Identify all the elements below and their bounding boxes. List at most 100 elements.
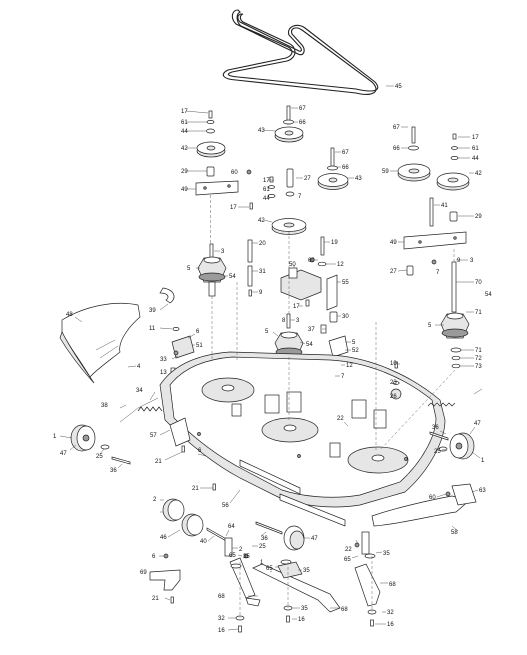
callout-9: 9: [259, 290, 263, 296]
left-spindle-assembly: [197, 239, 253, 297]
callout-29: 29: [181, 169, 188, 175]
callout-51: 51: [196, 343, 203, 349]
callout-70: 70: [475, 280, 482, 286]
callout-6: 6: [198, 448, 202, 454]
callout-5: 5: [428, 323, 432, 329]
callout-54: 54: [485, 292, 492, 298]
callout-25: 25: [434, 449, 441, 455]
lower-wheels-brackets: [149, 445, 477, 604]
callout-73: 73: [475, 364, 482, 370]
callout-66: 66: [299, 120, 306, 126]
callout-22: 22: [337, 416, 344, 422]
callout-17: 17: [263, 178, 270, 184]
callout-60: 60: [429, 495, 436, 501]
callout-52: 52: [352, 348, 359, 354]
callout-26: 26: [390, 394, 397, 400]
callout-5: 5: [265, 329, 269, 335]
callout-4: 4: [137, 364, 141, 370]
callout-63: 63: [479, 488, 486, 494]
callout-54: 54: [306, 342, 313, 348]
callout-49: 49: [390, 240, 397, 246]
callout-61: 61: [263, 187, 270, 193]
callout-31: 31: [259, 269, 266, 275]
callout-2: 2: [153, 497, 157, 503]
callout-65: 65: [266, 566, 273, 572]
callout-20: 20: [259, 241, 266, 247]
callout-50: 50: [289, 262, 296, 268]
callout-35: 35: [243, 554, 250, 560]
right-spindle-assembly: [397, 126, 470, 369]
callout-27: 27: [304, 176, 311, 182]
callout-60: 60: [231, 170, 238, 176]
callout-16: 16: [298, 617, 305, 623]
callout-66: 66: [342, 165, 349, 171]
callout-64: 64: [228, 524, 235, 530]
callout-67: 67: [342, 150, 349, 156]
callout-38: 38: [101, 403, 108, 409]
right-center-pulley-assembly: [317, 147, 349, 190]
callout-29: 29: [475, 214, 482, 220]
callout-17: 17: [472, 135, 479, 141]
leader-lines: [59, 85, 483, 631]
callout-58: 58: [451, 530, 458, 536]
callout-45: 45: [395, 84, 402, 90]
callout-35: 35: [303, 568, 310, 574]
callout-33: 33: [160, 357, 167, 363]
callout-5: 5: [352, 340, 356, 346]
callout-6: 6: [196, 329, 200, 335]
callout-32: 32: [387, 610, 394, 616]
callout-19: 19: [331, 240, 338, 246]
callout-6: 6: [152, 554, 156, 560]
callout-43: 43: [258, 128, 265, 134]
callout-16: 16: [387, 622, 394, 628]
callout-67: 67: [393, 125, 400, 131]
callout-71: 71: [475, 310, 482, 316]
callout-42: 42: [181, 146, 188, 152]
callout-7: 7: [341, 374, 345, 380]
callout-65: 65: [344, 557, 351, 563]
callout-30: 30: [342, 314, 349, 320]
part-callouts: 45 17 61 44 42 29 49 60 17 67 66 43 17 6…: [53, 84, 492, 634]
callout-21: 21: [155, 459, 162, 465]
callout-1: 1: [481, 458, 485, 464]
callout-3: 3: [296, 318, 300, 324]
callout-35: 35: [301, 606, 308, 612]
callout-69: 69: [140, 570, 147, 576]
callout-10: 10: [390, 361, 397, 367]
callout-36: 36: [261, 536, 268, 542]
callout-23: 23: [390, 380, 397, 386]
callout-25: 25: [96, 454, 103, 460]
callout-55: 55: [342, 280, 349, 286]
center-bracket-assembly: [280, 236, 338, 323]
callout-46: 46: [160, 535, 167, 541]
callout-3: 3: [221, 249, 225, 255]
callout-60: 60: [308, 258, 315, 264]
callout-22: 22: [345, 547, 352, 553]
callout-25: 25: [259, 544, 266, 550]
callout-68: 68: [218, 594, 225, 600]
callout-7: 7: [298, 194, 302, 200]
callout-5: 5: [187, 266, 191, 272]
callout-16: 16: [218, 628, 225, 634]
callout-65: 65: [229, 553, 236, 559]
callout-42: 42: [475, 171, 482, 177]
callout-13: 13: [160, 370, 167, 376]
callout-39: 39: [149, 308, 156, 314]
callout-47: 47: [474, 421, 481, 427]
callout-11: 11: [149, 326, 156, 332]
alignment-lines: [210, 195, 456, 618]
callout-35: 35: [383, 551, 390, 557]
callout-7: 7: [436, 270, 440, 276]
spring-and-rods: [119, 361, 456, 423]
callout-67: 67: [299, 106, 306, 112]
callout-68: 68: [341, 607, 348, 613]
callout-8: 8: [282, 318, 286, 324]
callout-44: 44: [472, 156, 479, 162]
callout-3: 3: [470, 258, 474, 264]
callout-61: 61: [181, 120, 188, 126]
callout-9: 9: [457, 258, 461, 264]
callout-12: 12: [337, 262, 344, 268]
callout-47: 47: [60, 451, 67, 457]
callout-42: 42: [258, 218, 265, 224]
